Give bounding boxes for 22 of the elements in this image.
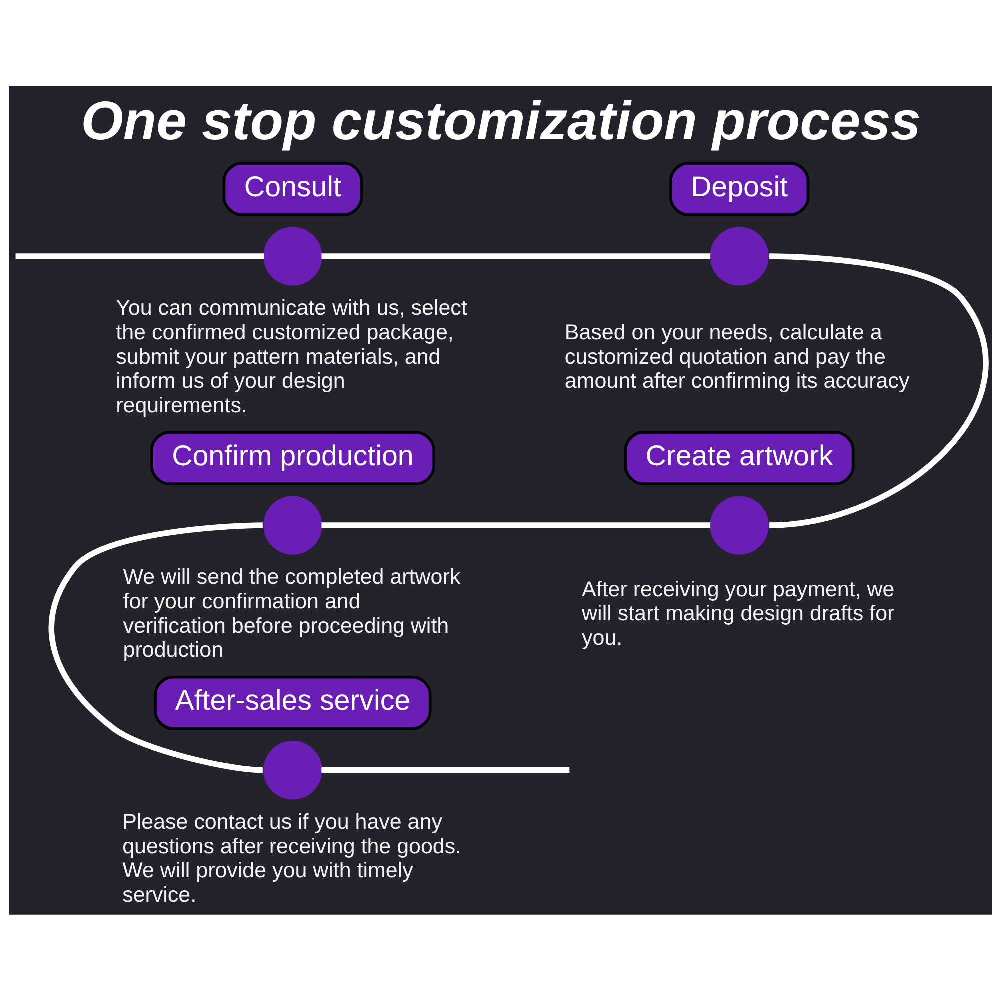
- connector: [321, 253, 710, 259]
- connector: [321, 522, 710, 528]
- node-circle: [263, 740, 322, 800]
- node-label: Please contact us if you have any questions after receiving the goods. We will provide you with timely service.: [122, 810, 462, 906]
- connector: [48, 522, 262, 773]
- node-box: Deposit: [668, 161, 810, 216]
- node-box: After-sales service: [154, 675, 432, 730]
- node-label: After receiving your payment, we will start making design drafts for you.: [582, 576, 894, 650]
- node-box: Confirm production: [150, 430, 435, 485]
- connector: [768, 253, 988, 528]
- node-label: Based on your needs, calculate a customized quotation and pay the amount after confirming its accuracy: [564, 320, 910, 393]
- node-circle: [710, 496, 768, 554]
- diagram-title: One stop customization process: [80, 90, 921, 152]
- node-circle: [263, 226, 322, 286]
- node-box: Consult: [222, 161, 363, 216]
- node-box: Create artwork: [624, 430, 854, 485]
- connector: [321, 766, 570, 773]
- node-label: We will send the completed artwork for your confirmation and verification before proceeding with production: [122, 564, 460, 662]
- node-label: You can communicate with us, select the confirmed customized package, submit your pattern materials, and inform us of your design requirements.: [116, 296, 467, 417]
- node-circle: [263, 496, 322, 554]
- node-circle: [710, 226, 768, 286]
- connector: [15, 253, 264, 259]
